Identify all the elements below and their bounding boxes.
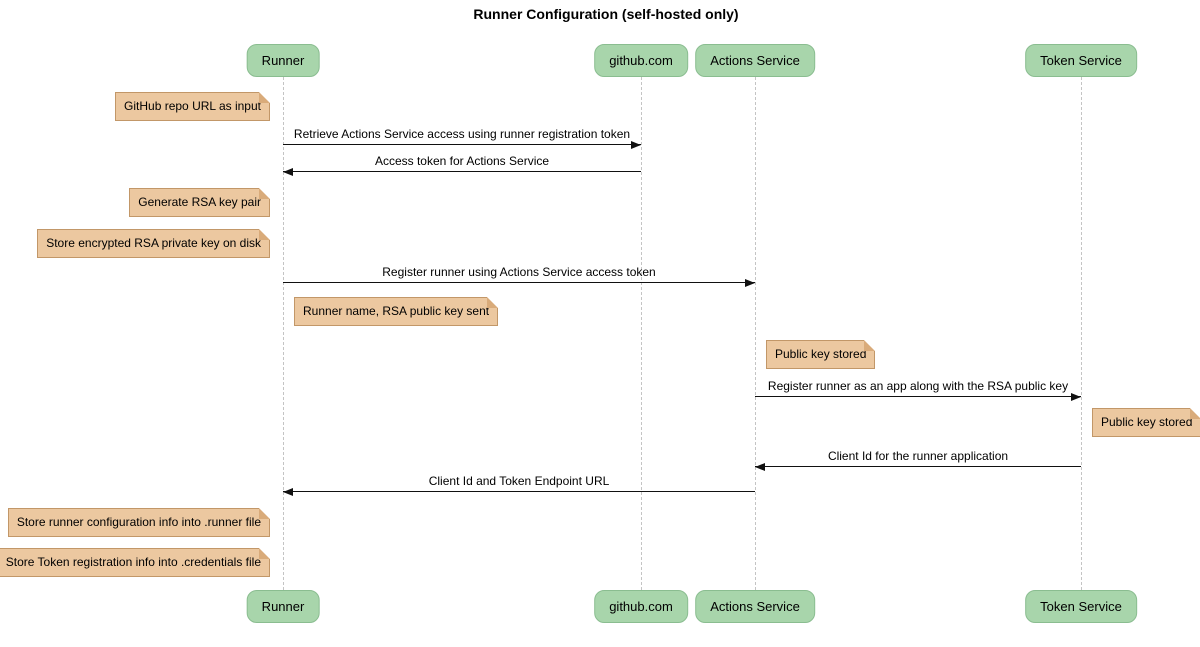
message-retrieve-actions-service-access-using-runner-registration-token: Retrieve Actions Service access using ru… xyxy=(283,125,641,149)
arrowhead-icon xyxy=(283,168,293,176)
message-register-runner-using-actions-service-access-token: Register runner using Actions Service ac… xyxy=(283,263,755,287)
message-access-token-for-actions-service: Access token for Actions Service xyxy=(283,152,641,176)
message-register-runner-as-an-app-along-with-the-rsa-public-key: Register runner as an app along with the… xyxy=(755,377,1081,401)
note-public-key-stored: Public key stored xyxy=(1092,408,1200,437)
participant-bottom-token-service: Token Service xyxy=(1025,590,1137,623)
message-line xyxy=(283,491,755,492)
arrowhead-icon xyxy=(1071,393,1081,401)
message-label: Register runner as an app along with the… xyxy=(767,379,1069,393)
lifeline-runner xyxy=(283,77,284,590)
lifeline-actions-service xyxy=(755,77,756,590)
message-client-id-for-the-runner-application: Client Id for the runner application xyxy=(755,447,1081,471)
message-client-id-and-token-endpoint-url: Client Id and Token Endpoint URL xyxy=(283,472,755,496)
arrowhead-icon xyxy=(283,488,293,496)
note-github-repo-url-as-input: GitHub repo URL as input xyxy=(115,92,270,121)
diagram-title: Runner Configuration (self-hosted only) xyxy=(473,6,739,22)
note-runner-name-rsa-public-key-sent: Runner name, RSA public key sent xyxy=(294,297,499,326)
message-label: Retrieve Actions Service access using ru… xyxy=(293,127,631,141)
lifeline-github-com xyxy=(641,77,642,590)
note-store-encrypted-rsa-private-key-on-disk: Store encrypted RSA private key on disk xyxy=(37,229,270,258)
participant-top-token-service: Token Service xyxy=(1025,44,1137,77)
note-generate-rsa-key-pair: Generate RSA key pair xyxy=(129,188,270,217)
message-label: Register runner using Actions Service ac… xyxy=(382,265,656,279)
participant-top-github-com: github.com xyxy=(594,44,688,77)
message-label: Access token for Actions Service xyxy=(374,154,550,168)
note-public-key-stored: Public key stored xyxy=(766,340,876,369)
message-line xyxy=(755,396,1081,397)
note-store-runner-configuration-info-into-runner-file: Store runner configuration info into .ru… xyxy=(7,508,271,537)
arrowhead-icon xyxy=(755,463,765,471)
participant-top-runner: Runner xyxy=(246,44,320,77)
message-label: Client Id for the runner application xyxy=(827,449,1009,463)
participant-top-actions-service: Actions Service xyxy=(695,44,815,77)
lifeline-token-service xyxy=(1081,77,1082,590)
message-label: Client Id and Token Endpoint URL xyxy=(428,474,610,488)
participant-bottom-github-com: github.com xyxy=(594,590,688,623)
message-line xyxy=(755,466,1081,467)
participant-bottom-runner: Runner xyxy=(246,590,320,623)
participant-bottom-actions-service: Actions Service xyxy=(695,590,815,623)
message-line xyxy=(283,282,755,283)
note-store-token-registration-info-into-credentials-file: Store Token registration info into .cred… xyxy=(0,548,271,577)
arrowhead-icon xyxy=(745,279,755,287)
arrowhead-icon xyxy=(631,141,641,149)
message-line xyxy=(283,171,641,172)
message-line xyxy=(283,144,641,145)
